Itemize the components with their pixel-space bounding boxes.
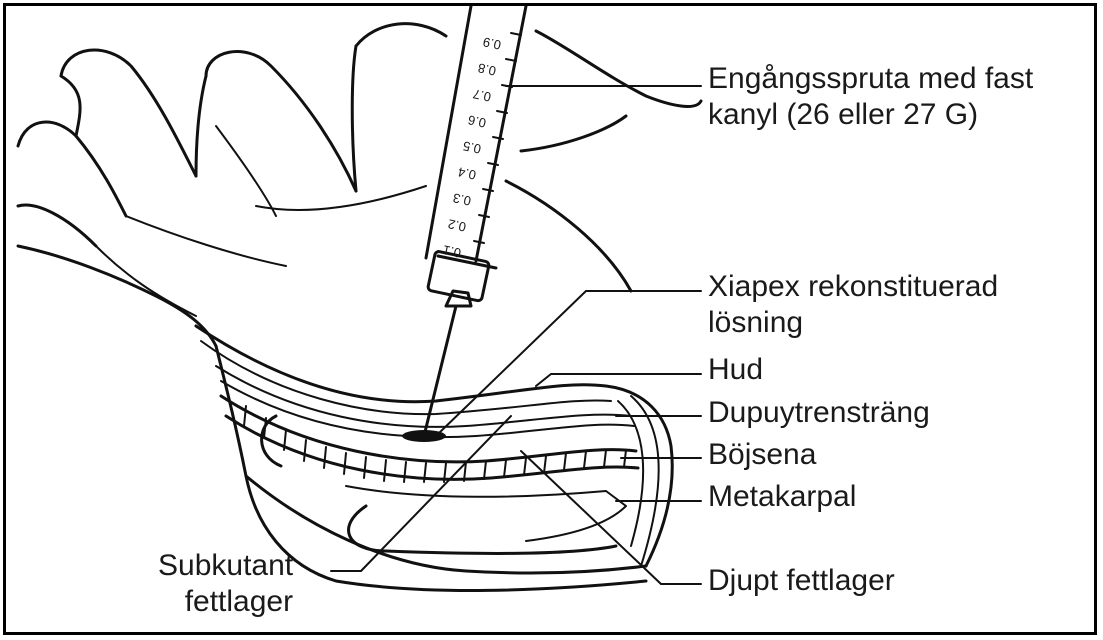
label-syringe: Engångsspruta med fast kanyl (26 eller 2… [708,61,1033,133]
label-subcutaneous-line2: fettlager [158,584,293,620]
scale-tick-0-7: 0.7 [472,86,493,103]
cross-section [196,326,672,573]
scale-tick-0-1: 0.1 [442,242,463,259]
diagram-frame: 0.1 0.2 0.3 0.4 0.5 0.6 0.7 0.8 0.9 Engå… [3,3,1097,635]
label-metacarpal: Metakarpal [708,479,856,515]
label-tendon: Böjsena [708,437,816,473]
label-subcutaneous-line1: Subkutant [158,548,293,584]
label-deep-fat: Djupt fettlager [708,563,895,599]
syringe-illustration [424,6,526,436]
label-skin: Hud [708,352,763,388]
label-syringe-line2: kanyl (26 eller 27 G) [708,97,1033,133]
leader-lines [331,86,701,584]
label-solution: Xiapex rekonstituerad lösning [708,269,998,341]
scale-tick-0-2: 0.2 [447,216,468,233]
label-cord: Dupuytrensträng [708,395,930,431]
scale-tick-0-4: 0.4 [457,164,478,181]
label-syringe-line1: Engångsspruta med fast [708,61,1033,97]
scale-tick-0-9: 0.9 [482,34,503,51]
scale-tick-0-5: 0.5 [462,138,483,155]
scale-tick-0-8: 0.8 [477,60,498,77]
hand-outline [18,24,701,591]
label-solution-line2: lösning [708,305,998,341]
label-subcutaneous-fat: Subkutant fettlager [158,548,293,620]
label-solution-line1: Xiapex rekonstituerad [708,269,998,305]
scale-tick-0-3: 0.3 [452,190,473,207]
scale-tick-0-6: 0.6 [467,112,488,129]
